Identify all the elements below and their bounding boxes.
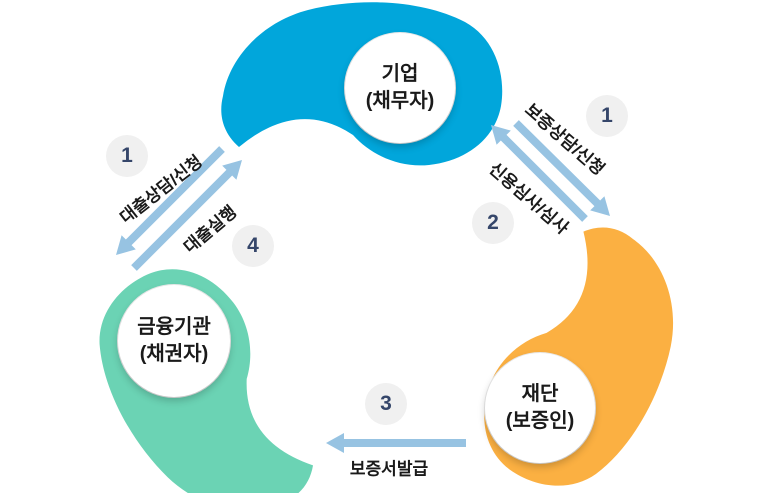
foundation-role: (보증인) (505, 410, 575, 432)
company-role: (채무자) (365, 90, 435, 112)
step-badge-guarantee-issue: 3 (365, 383, 407, 425)
guarantee-issue-arrowhead (326, 433, 344, 453)
guarantee-apply-arrow (513, 120, 602, 208)
bank-name: 금융기관 (137, 316, 211, 338)
foundation-node-shape (459, 209, 714, 493)
bank-role: (채권자) (139, 343, 209, 365)
bank-label: 금융기관 (채권자) (137, 314, 211, 368)
step-badge-loan-apply: 1 (106, 135, 148, 177)
guarantee-issue-label: 보증서발급 (349, 459, 429, 479)
credit-review-arrow (499, 133, 588, 222)
bank-circle (118, 285, 230, 397)
guarantee-apply-arrowhead (590, 196, 610, 216)
step-badge-loan-execute: 4 (232, 225, 274, 267)
foundation-name: 재단 (521, 383, 559, 405)
loan-execute-arrow (131, 168, 234, 271)
company-label: 기업 (채무자) (366, 61, 435, 115)
foundation-circle (485, 353, 595, 463)
company-name: 기업 (381, 63, 419, 85)
credit-review-arrowhead (491, 125, 511, 145)
company-circle (345, 33, 455, 143)
loan-apply-arrowhead (116, 235, 136, 255)
step-badge-credit-review: 2 (472, 202, 514, 244)
step-badge-guarantee-apply: 1 (586, 95, 628, 137)
foundation-label: 재단 (보증인) (506, 381, 575, 435)
loan-apply-arrow (124, 146, 225, 247)
loan-execute-arrowhead (222, 160, 242, 180)
